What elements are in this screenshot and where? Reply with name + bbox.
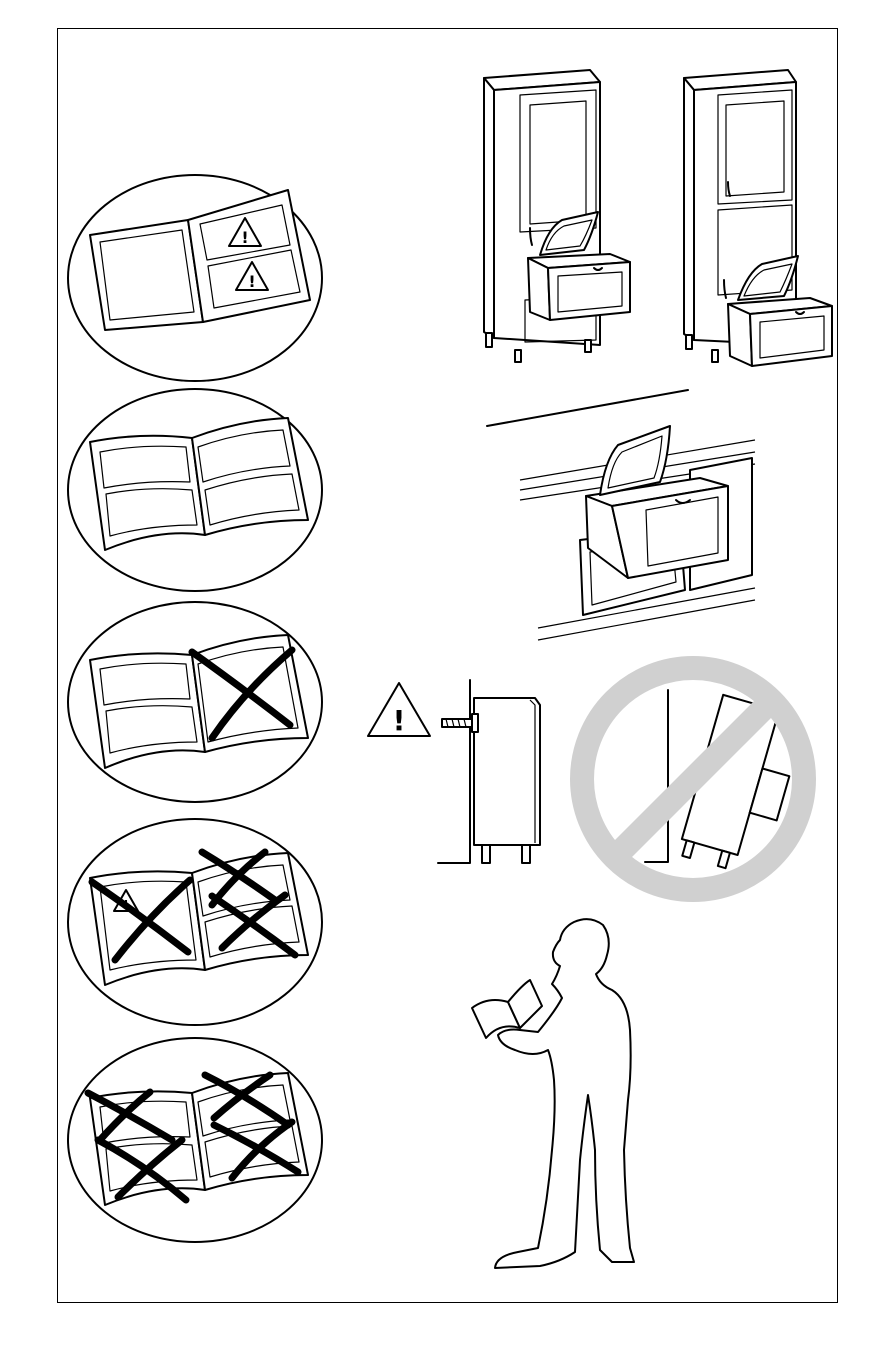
svg-text:!: ! (248, 272, 255, 291)
tall-cabinet-low-drawer (484, 70, 630, 362)
tall-cabinet-mid-drawer (684, 70, 832, 366)
wall-anchor-warning: ! (368, 680, 540, 863)
screw-icon (442, 714, 478, 732)
svg-text:!: ! (393, 704, 406, 737)
person-reading-manual-icon (472, 919, 634, 1268)
svg-text:!: ! (241, 228, 248, 247)
manual-step-3 (68, 602, 322, 802)
under-counter-drawer (487, 390, 755, 640)
open-manual-icon (90, 853, 308, 985)
open-manual-icon (90, 1073, 308, 1205)
manual-step-5 (68, 1038, 322, 1242)
warning-triangle-icon: ! (368, 683, 430, 737)
open-manual-icon (90, 418, 308, 550)
manual-step-2 (68, 389, 322, 591)
prohibited-tipping (582, 668, 806, 890)
open-manual-icon (90, 190, 310, 330)
manual-step-1: ! ! (68, 175, 322, 381)
manual-step-4: ! (68, 819, 322, 1025)
